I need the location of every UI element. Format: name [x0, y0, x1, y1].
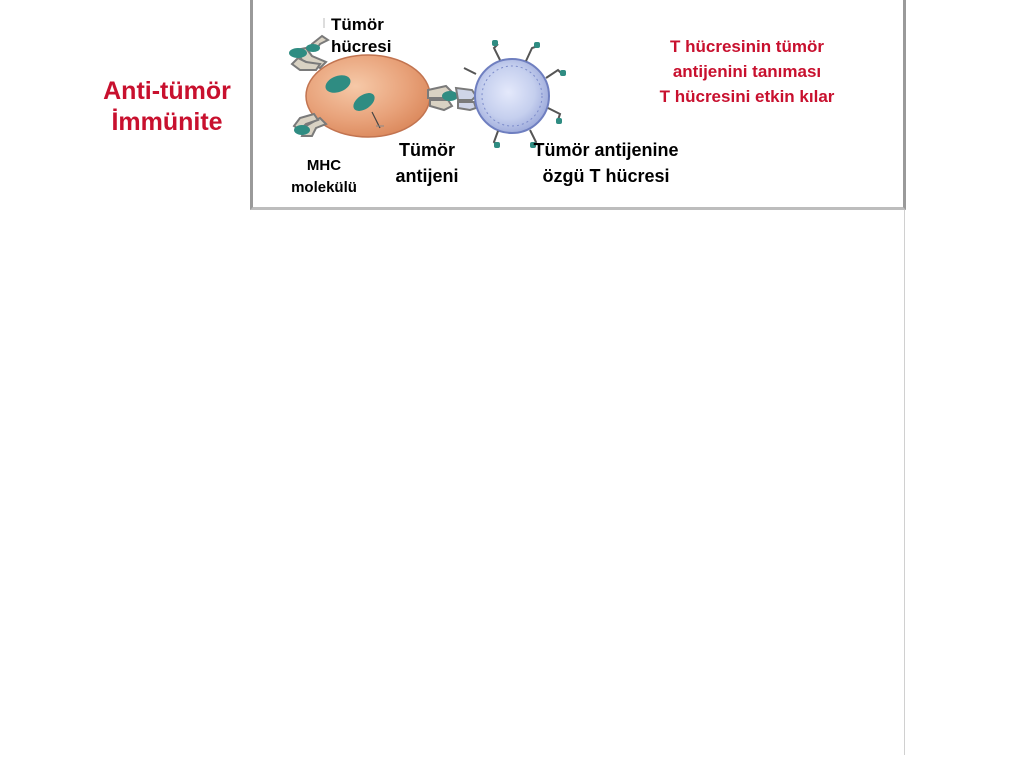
mhc-molecule [289, 46, 328, 71]
tumor-antigen-blob [325, 75, 351, 93]
mhc-label-line-2: molekülü [291, 179, 357, 196]
recognition-note-line-2: antijenini tanıması [672, 62, 822, 81]
tumor-antigen-blob [353, 93, 375, 111]
antigen-pointer-line [371, 111, 381, 129]
tumor-antigen-label-line-2: antijeni [395, 166, 459, 186]
recognition-note: T hücresinin tümör antijenini tanıması T… [612, 34, 882, 109]
tumor-antigen-label: Tümör antijeni [385, 137, 469, 189]
t-cell-receptor [454, 86, 478, 112]
mhc-molecule-label: MHC molekülü [272, 155, 376, 199]
slide-edge-rule [904, 210, 905, 755]
mhc-molecule [292, 112, 328, 137]
tumor-cell-label-line-2: hücresi [331, 37, 392, 56]
t-cell-label: Tümör antijenine özgü T hücresi [500, 137, 712, 189]
recognition-note-line-3: T hücresini etkin kılar [659, 87, 835, 106]
slide-title: Anti-tümör İmmünite [82, 76, 252, 138]
t-cell-label-line-2: özgü T hücresi [542, 166, 670, 186]
mhc-molecule [306, 34, 330, 52]
t-cell-label-line-1: Tümör antijenine [533, 140, 679, 160]
slide-title-line-2: İmmünite [111, 108, 223, 136]
mhc-molecule-binding [427, 84, 458, 112]
tumor-cell-label: Tümör hücresi [331, 14, 403, 58]
slide-title-line-1: Anti-tümör [103, 77, 231, 105]
tumor-cell-label-line-1: Tümör [331, 15, 384, 34]
t-cell [463, 40, 566, 148]
mhc-label-line-1: MHC [306, 157, 342, 174]
tumor-antigen-label-line-1: Tümör [399, 140, 455, 160]
recognition-note-line-1: T hücresinin tümör [670, 37, 824, 56]
